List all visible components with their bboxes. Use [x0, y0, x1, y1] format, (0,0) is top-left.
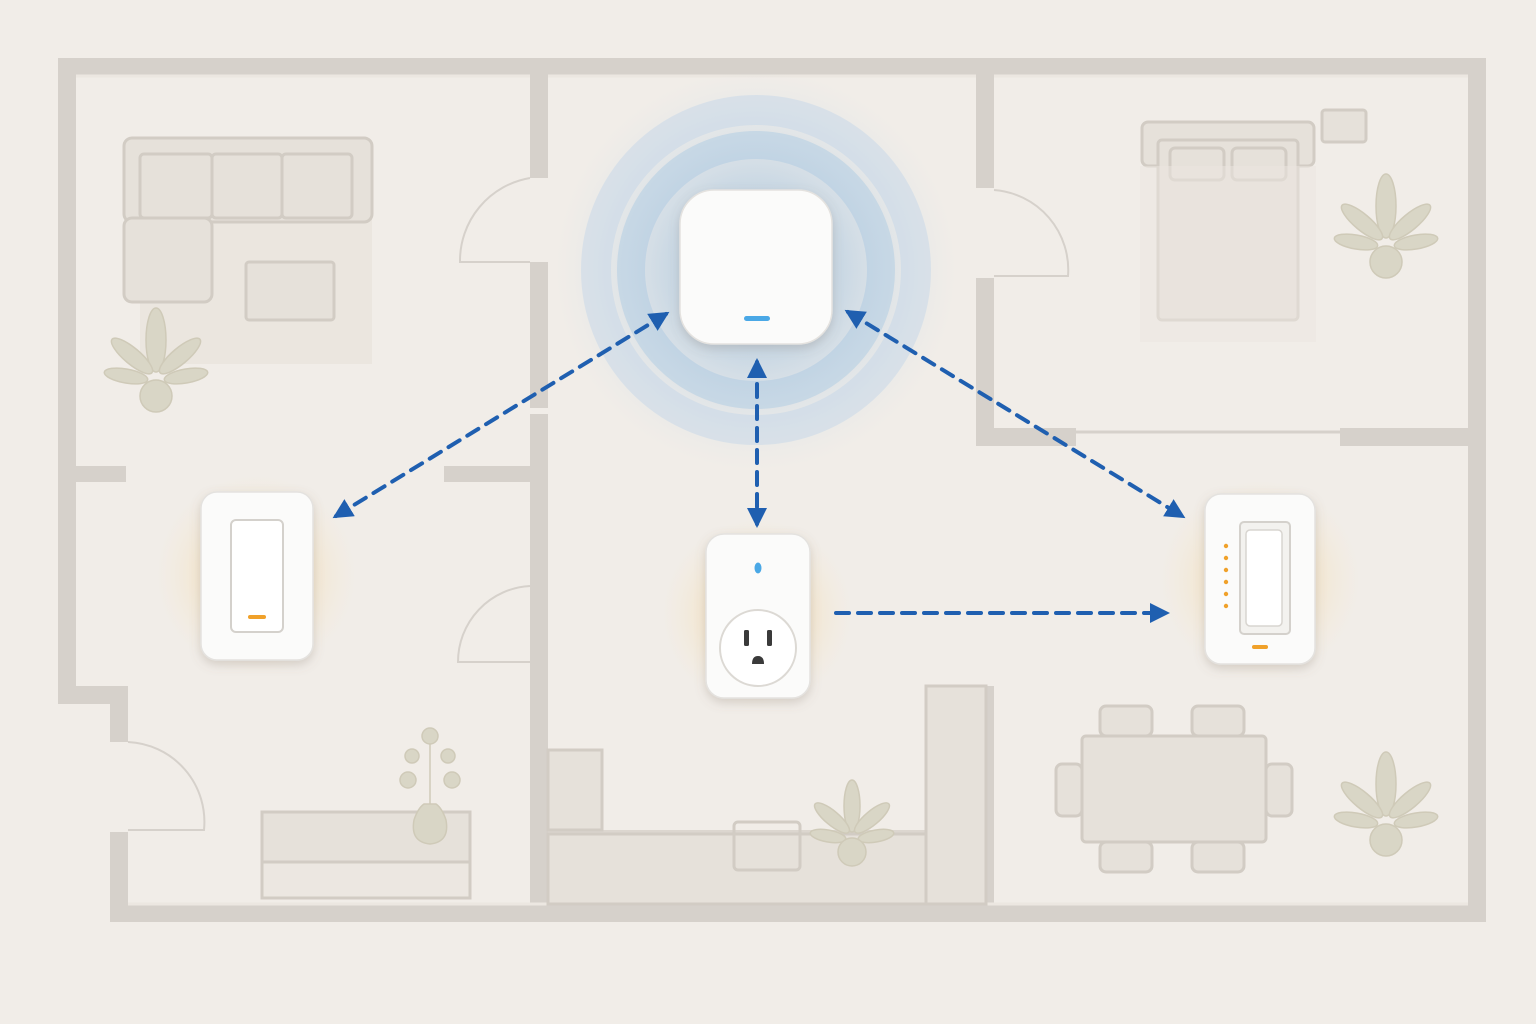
wall-entry-a [58, 466, 126, 482]
furniture [122, 108, 1368, 906]
chair-bottom-1 [1098, 840, 1154, 874]
plug-status-led [754, 562, 762, 574]
chair-top-1 [1098, 704, 1154, 738]
outlet-ground [752, 656, 764, 664]
dimmer-switch-icon[interactable] [1204, 493, 1316, 665]
chair-right [1264, 762, 1294, 818]
wall-entry-b [444, 466, 548, 482]
wall-partition-a [530, 58, 548, 178]
switch-rocker[interactable] [230, 519, 284, 633]
hub-icon[interactable] [679, 189, 833, 345]
hub-status-led [744, 316, 770, 321]
wall-left-lower-b [110, 832, 128, 922]
plants [103, 173, 1439, 867]
plant-kitchen [809, 779, 895, 867]
wall-left-notch [58, 686, 126, 704]
dimmer-paddle[interactable] [1245, 529, 1283, 627]
wall-bottom [110, 904, 1486, 922]
light-switch-icon[interactable] [200, 491, 314, 661]
connection-hub-switch [332, 311, 670, 519]
outlet-slot-right [767, 630, 772, 646]
wall-kitchen [548, 830, 928, 834]
chair-top-2 [1190, 704, 1246, 738]
wall-right [1468, 58, 1486, 922]
coffee-table [244, 260, 336, 322]
kitchen-cabinet-left [546, 748, 604, 832]
sofa-cushion-3 [280, 152, 354, 220]
door-bedroom [993, 189, 1070, 277]
door-living-hall [458, 177, 531, 263]
wall-bedroom-a [976, 58, 994, 188]
sofa-cushion-1 [138, 152, 214, 220]
connection-hub-dimmer [844, 309, 1186, 519]
connections [332, 309, 1186, 623]
kitchen-sink [732, 820, 802, 872]
fridge [924, 684, 988, 906]
wall-partition-c [530, 414, 548, 922]
door-front [127, 741, 206, 831]
wall-left-lower-a [110, 686, 128, 742]
tv-console-base [260, 860, 472, 900]
wall-top [58, 58, 1486, 76]
dimmer-status-led [1252, 645, 1268, 649]
nightstand [1320, 108, 1368, 144]
outlet-icon[interactable] [705, 533, 811, 699]
dimmer-level-indicators [1223, 543, 1229, 609]
chair-left [1054, 762, 1084, 818]
plant-living [103, 307, 209, 413]
plant-bedroom [1333, 173, 1439, 279]
chair-bottom-2 [1190, 840, 1246, 874]
wall-bedroom-d [1340, 428, 1486, 446]
outlet-face [719, 609, 797, 687]
sofa-chaise [122, 216, 214, 304]
bed-rug [1140, 166, 1316, 342]
plant-dining [1333, 751, 1439, 857]
dining-table [1080, 734, 1268, 844]
sofa-cushion-2 [210, 152, 284, 220]
wall-left-upper [58, 58, 76, 704]
switch-status-led [248, 615, 266, 619]
vase-flowers [399, 727, 461, 845]
hub-body [679, 189, 833, 345]
door-entry-hall [456, 585, 531, 663]
wall-bedroom-b [976, 278, 994, 446]
outlet-slot-left [744, 630, 749, 646]
